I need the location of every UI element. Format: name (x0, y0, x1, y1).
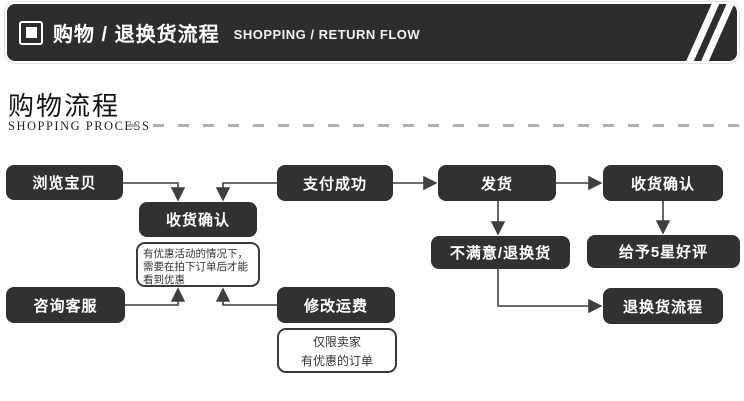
flow-node-unsatisfied-return: 不满意/退换货 (431, 236, 570, 269)
flow-node-consult-service: 咨询客服 (6, 287, 125, 323)
flow-node-return-process: 退换货流程 (603, 288, 723, 324)
square-bullet-icon (19, 20, 43, 45)
flow-node-confirm-receipt-mid: 收货确认 (139, 202, 257, 237)
flow-node-five-star-review: 给予5星好评 (587, 235, 740, 268)
note-seller-line2: 有优惠的订单 (300, 354, 373, 368)
flow-node-ship-goods: 发货 (438, 165, 556, 201)
flow-node-payment-success: 支付成功 (277, 165, 393, 201)
section-title-zh: 购物流程 (8, 91, 121, 121)
flow-node-modify-shipping-fee: 修改运费 (277, 287, 395, 323)
section-title-en: SHOPPING PROCESS (8, 119, 151, 133)
note-discount-visibility: 有优惠活动的情况下，需要在拍下订单后才能看到优惠 (136, 242, 260, 287)
square-bullet-inner (25, 27, 37, 38)
banner-title-zh: 购物 / 退换货流程 (53, 24, 220, 46)
header-banner: 购物 / 退换货流程 SHOPPING / RETURN FLOW (7, 4, 737, 61)
note-seller-only: 仅限卖家 有优惠的订单 (277, 328, 397, 373)
dashed-divider (128, 124, 740, 127)
flow-node-browse: 浏览宝贝 (6, 165, 123, 200)
section-header: 购物流程 SHOPPING PROCESS (8, 92, 150, 132)
banner-title-en: SHOPPING / RETURN FLOW (233, 27, 421, 42)
flow-node-confirm-receipt-right: 收货确认 (603, 165, 723, 201)
note-seller-line1: 仅限卖家 (312, 335, 361, 349)
